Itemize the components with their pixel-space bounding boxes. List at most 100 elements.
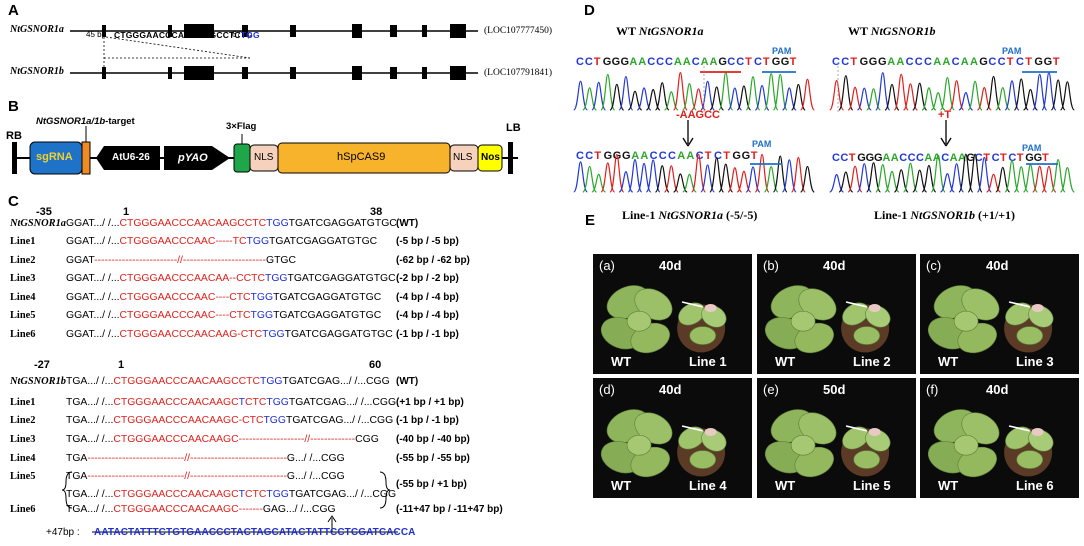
row-note: (WT) (396, 218, 419, 229)
seq-blue: TGG (266, 489, 289, 500)
line5-bracket-and-insert (61, 471, 398, 533)
base-C: C (988, 56, 997, 68)
trace-peak (1023, 88, 1038, 111)
base-C: C (997, 56, 1006, 68)
nos-box (477, 144, 503, 172)
seq-red: CTGGGAACCCAACAAGCCTC (113, 376, 260, 387)
pam-label-4: PAM (1022, 143, 1042, 153)
trace-peak (949, 163, 965, 193)
sequence-row: GGAT.../ /...CTGGGAACCCAACAAGCCTCTGGTGAT… (66, 218, 397, 229)
exon (352, 24, 362, 38)
exon (168, 67, 172, 79)
leaf (842, 426, 869, 450)
seq-post: GAG.../ /...CGG (262, 504, 336, 515)
annotation-line (945, 137, 952, 147)
seq-post: TGATCGAGGATGTGC (273, 292, 382, 303)
trace-peak (736, 85, 752, 111)
seq-blue: TGG (246, 236, 270, 247)
rb-marker (12, 142, 17, 174)
base-A: A (970, 56, 978, 68)
seq-dash: -------------------//------------- (238, 434, 356, 445)
trace-peak (654, 82, 670, 111)
row-label: Line1 (10, 397, 36, 408)
seq-blue: TGG (263, 415, 286, 426)
leaf (1016, 326, 1044, 345)
seq-dash: - (238, 415, 243, 426)
trace-peak (627, 90, 643, 111)
base-G: G (780, 56, 790, 68)
trace-peak (573, 80, 588, 111)
seq-post: TGATCGAG.../ /...CGG (288, 489, 397, 500)
base-G: G (859, 56, 869, 68)
seq-post: TGATCGAG.../ /...CGG (288, 397, 397, 408)
seq-red: CTGGGAACCCAACAA (119, 273, 230, 284)
base-T: T (723, 150, 730, 162)
flag-label: 3×Flag (226, 121, 257, 132)
row-note: (-1 bp / -1 bp) (396, 329, 459, 340)
nos-text: Nos (481, 152, 500, 163)
photo-days: 40d (986, 258, 1009, 273)
trace-peak (573, 161, 588, 193)
exon (352, 66, 362, 80)
trace-peak (967, 80, 983, 111)
leaf (689, 326, 717, 345)
leaf (678, 426, 705, 450)
seq-pre: GGAT.../ /... (66, 236, 120, 247)
seq-dash: ----- (215, 236, 233, 247)
trace-peak (727, 87, 742, 111)
sequence-row: GGAT.../ /...CTGGGAACCCAAC----CTCTGGTGAT… (66, 310, 381, 321)
row-note: (-11+47 bp / -11+47 bp) (396, 504, 503, 515)
trace-peak (1059, 81, 1075, 111)
trace-peak (939, 76, 955, 111)
trace-peak (800, 165, 815, 193)
base-G: G (979, 56, 988, 68)
base-A: A (882, 152, 891, 164)
leaf (626, 434, 652, 456)
sequence-row: GGAT.../ /...CTGGGAACCCAACAAG-CTCTGGTGAT… (66, 329, 393, 340)
seq-blue: TGG (250, 292, 274, 303)
lesion-arrow (1008, 301, 1030, 308)
photo-line: Line 2 (853, 354, 891, 369)
seq-red: CTGGGAACCCAACAAGC (113, 489, 239, 500)
sequence-row: TGA.../ /...CTGGGAACCCAACAAGCCTCTGGTGATC… (66, 376, 390, 387)
atu6-arrow (96, 146, 160, 170)
base-T: T (789, 56, 797, 68)
seq-pre: TGA.../ /... (66, 504, 114, 515)
trace-peak (838, 171, 854, 193)
base-G: G (718, 56, 727, 68)
lesion (868, 428, 881, 436)
seq-dash: ------------------------//--------------… (94, 255, 266, 266)
base-A: A (686, 150, 695, 162)
base-A: A (887, 56, 896, 68)
trace-peak (582, 87, 597, 111)
row-label: Line3 (10, 434, 36, 445)
base-G: G (857, 152, 866, 164)
trace-peak (636, 162, 652, 193)
trace-peak (1041, 165, 1057, 193)
trace-peak (847, 86, 863, 111)
seq-red: CTGGGAACCCAACAAGCCTC (119, 218, 267, 229)
base-A: A (638, 56, 647, 68)
target-sequence: CTGGGAACCCAACAAGCCTCTGG (114, 30, 260, 40)
seq-pre: GGAT.../ /... (66, 310, 120, 321)
leaf (953, 434, 979, 456)
row-note: (-40 bp / -40 bp) (396, 434, 470, 445)
base-T: T (1000, 152, 1007, 164)
row-label: Line5 (10, 471, 36, 482)
trace-peak (949, 80, 965, 111)
exon (422, 25, 427, 37)
row-note: (-55 bp / +1 bp) (396, 479, 467, 490)
atu6-text: AtU6-26 (112, 152, 150, 163)
seq-red: CTGGGAACCCAACAAGC (113, 397, 239, 408)
photo-line: Line 1 (689, 354, 727, 369)
seq-pre: TGA (66, 471, 88, 482)
seq-post: GTGC (265, 255, 296, 266)
base-G: G (1033, 152, 1043, 164)
row-note: (-2 bp / -2 bp) (396, 273, 459, 284)
sequence-row: GGAT------------------------//----------… (66, 255, 296, 266)
base-C: C (1008, 152, 1017, 164)
row-note: (WT) (396, 376, 419, 387)
photo-days: 40d (986, 382, 1009, 397)
seq-pre: TGA (66, 453, 88, 464)
seq-blue2: T (238, 489, 245, 500)
